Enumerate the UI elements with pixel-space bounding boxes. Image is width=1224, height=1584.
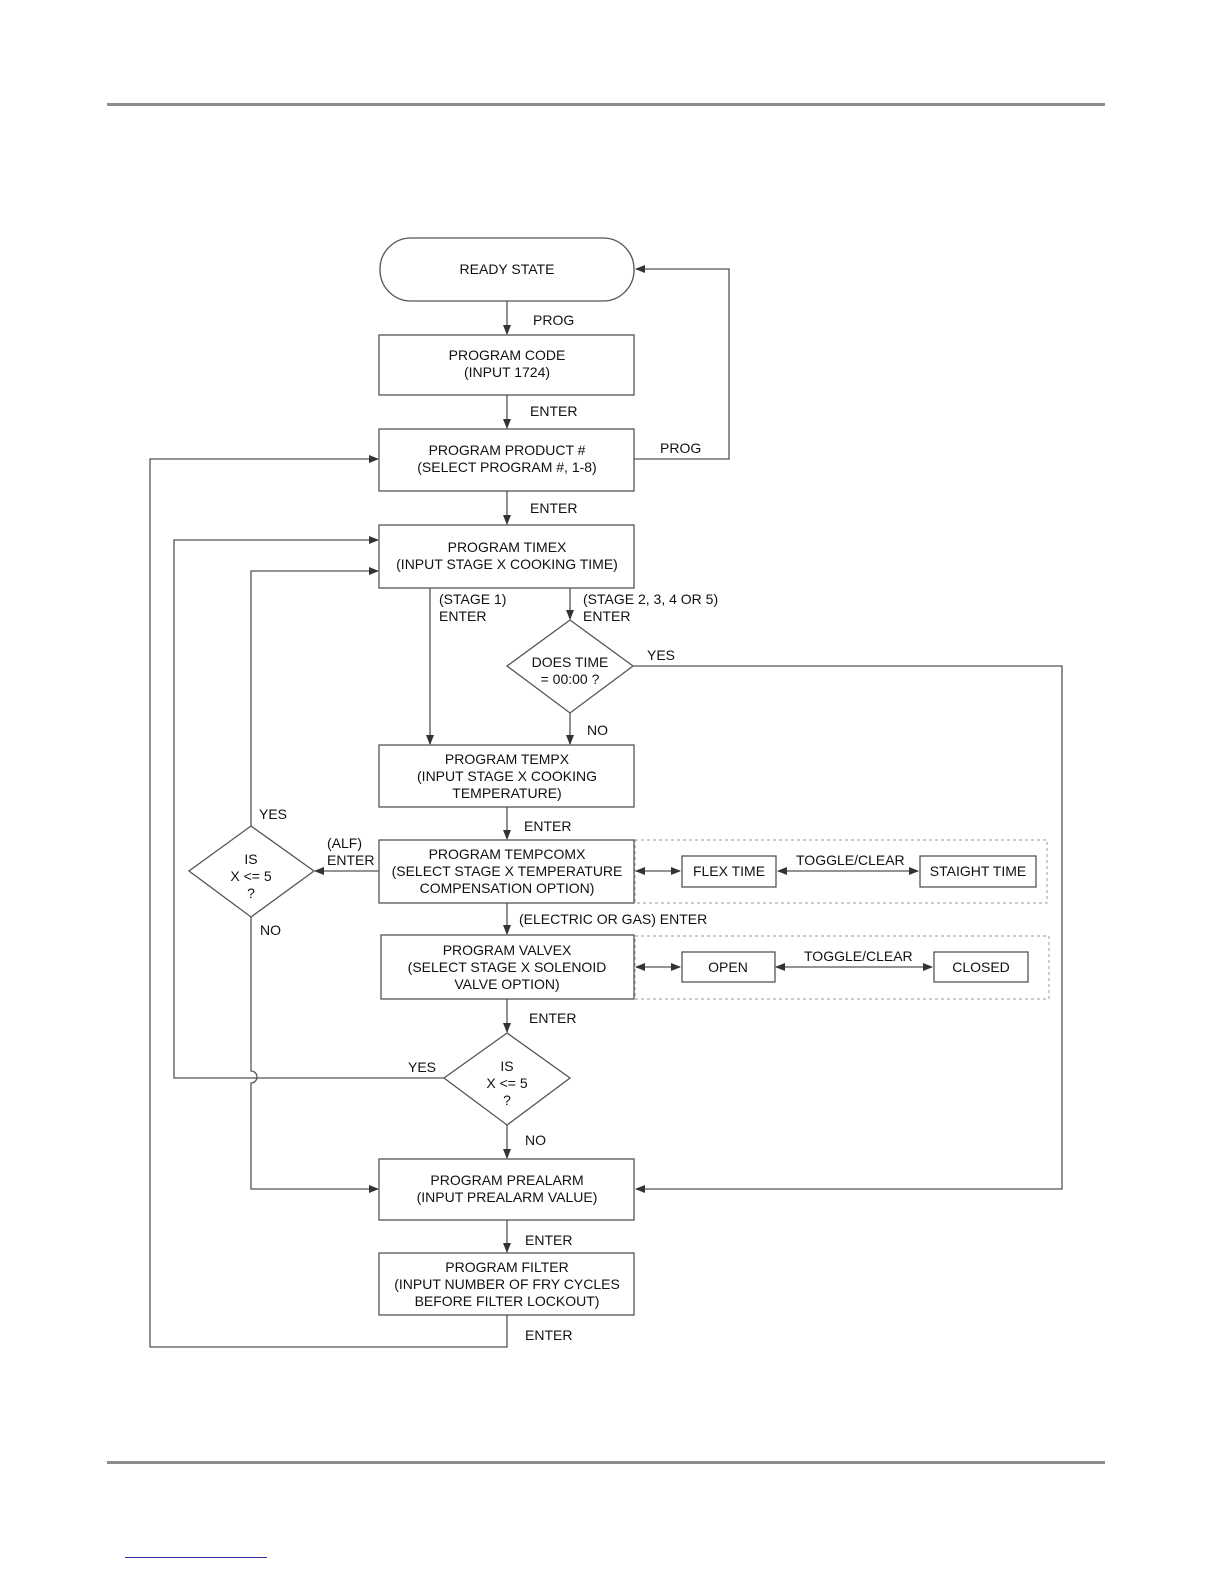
closed-label: CLOSED bbox=[952, 959, 1010, 975]
stage1-label-2: ENTER bbox=[439, 608, 486, 624]
program-timex-box bbox=[378, 524, 635, 589]
program-code-detail: (INPUT 1724) bbox=[464, 364, 550, 380]
node-labels: READY STATE PROGRAM CODE (INPUT 1724) PR… bbox=[230, 261, 1026, 1309]
program-code-box bbox=[378, 334, 635, 396]
staight-time-box bbox=[919, 855, 1037, 888]
enter-label-5: ENTER bbox=[525, 1232, 572, 1248]
flex-time-label: FLEX TIME bbox=[693, 863, 765, 879]
program-product-title: PROGRAM PRODUCT # bbox=[429, 442, 586, 458]
toggle-clear-label-1: TOGGLE/CLEAR bbox=[796, 852, 905, 868]
enter-label-6: ENTER bbox=[525, 1327, 572, 1343]
edge-doestime-yes-to-prealarm bbox=[633, 665, 1063, 1193]
closed-box bbox=[933, 951, 1029, 983]
program-valvex-detail-2: VALVE OPTION) bbox=[454, 976, 559, 992]
open-label: OPEN bbox=[708, 959, 748, 975]
valve-options-group bbox=[634, 935, 1050, 1000]
no-left-label: NO bbox=[260, 922, 281, 938]
no-time-label: NO bbox=[587, 722, 608, 738]
no-center-label: NO bbox=[525, 1132, 546, 1148]
is-x-left-line3: ? bbox=[247, 885, 255, 901]
toggle-clear-label-2: TOGGLE/CLEAR bbox=[804, 948, 913, 964]
enter-label-2: ENTER bbox=[530, 500, 577, 516]
edge-decision-left-no-to-prealarm bbox=[250, 917, 379, 1193]
program-prealarm-title: PROGRAM PREALARM bbox=[430, 1172, 583, 1188]
program-tempx-box bbox=[378, 744, 635, 808]
program-prealarm-detail: (INPUT PREALARM VALUE) bbox=[417, 1189, 598, 1205]
is-x-left-line1: IS bbox=[244, 851, 257, 867]
program-tempcomx-box bbox=[378, 839, 635, 904]
flex-time-box bbox=[681, 855, 777, 888]
yes-center-label: YES bbox=[408, 1059, 436, 1075]
bottom-rule bbox=[107, 1461, 1105, 1464]
program-filter-title: PROGRAM FILTER bbox=[445, 1259, 568, 1275]
program-tempcomx-detail-2: COMPENSATION OPTION) bbox=[420, 880, 595, 896]
program-timex-title: PROGRAM TIMEX bbox=[448, 539, 567, 555]
edge-decision-left-yes-to-timex bbox=[250, 567, 379, 826]
stage1-label-1: (STAGE 1) bbox=[439, 591, 506, 607]
program-product-detail: (SELECT PROGRAM #, 1-8) bbox=[417, 459, 596, 475]
is-x-left-line2: X <= 5 bbox=[230, 868, 271, 884]
edge-filter-to-product bbox=[149, 455, 508, 1348]
is-x-decision-left bbox=[187, 825, 316, 918]
program-timex-detail: (INPUT STAGE X COOKING TIME) bbox=[396, 556, 618, 572]
yes-time-label: YES bbox=[647, 647, 675, 663]
program-valvex-box bbox=[380, 934, 635, 1000]
is-x-decision-center bbox=[442, 1032, 572, 1126]
open-box bbox=[681, 951, 776, 983]
enter-label-1: ENTER bbox=[530, 403, 577, 419]
program-tempx-detail-1: (INPUT STAGE X COOKING bbox=[417, 768, 597, 784]
stage2345-label-1: (STAGE 2, 3, 4 OR 5) bbox=[583, 591, 718, 607]
enter-label-3: ENTER bbox=[524, 818, 571, 834]
program-filter-detail-2: BEFORE FILTER LOCKOUT) bbox=[415, 1293, 600, 1309]
does-time-line2: = 00:00 ? bbox=[541, 671, 600, 687]
program-tempx-title: PROGRAM TEMPX bbox=[445, 751, 570, 767]
program-valvex-title: PROGRAM VALVEX bbox=[443, 942, 572, 958]
prog-label-1: PROG bbox=[533, 312, 574, 328]
ready-state-label: READY STATE bbox=[460, 261, 555, 277]
program-tempcomx-detail-1: (SELECT STAGE X TEMPERATURE bbox=[392, 863, 623, 879]
is-x-center-line2: X <= 5 bbox=[486, 1075, 527, 1091]
program-tempcomx-title: PROGRAM TEMPCOMX bbox=[429, 846, 587, 862]
does-time-decision bbox=[505, 619, 635, 714]
program-tempx-detail-2: TEMPERATURE) bbox=[452, 785, 561, 801]
enter-label-4: ENTER bbox=[529, 1010, 576, 1026]
edge-labels: PROG ENTER PROG ENTER (STAGE 1) ENTER (S… bbox=[259, 312, 913, 1343]
prog-label-2: PROG bbox=[660, 440, 701, 456]
is-x-center-line3: ? bbox=[503, 1092, 511, 1108]
yes-left-label: YES bbox=[259, 806, 287, 822]
is-x-center-line1: IS bbox=[500, 1058, 513, 1074]
program-filter-box bbox=[378, 1252, 635, 1316]
program-code-title: PROGRAM CODE bbox=[449, 347, 566, 363]
ready-state-terminal bbox=[379, 237, 635, 302]
electric-gas-label: (ELECTRIC OR GAS) ENTER bbox=[519, 911, 707, 927]
program-filter-detail-1: (INPUT NUMBER OF FRY CYCLES bbox=[394, 1276, 620, 1292]
flow-nodes bbox=[187, 237, 1037, 1316]
flow-edges bbox=[149, 265, 1063, 1348]
program-valvex-detail-1: (SELECT STAGE X SOLENOID bbox=[408, 959, 607, 975]
alf-label-1: (ALF) bbox=[327, 835, 362, 851]
top-rule bbox=[107, 103, 1105, 106]
program-prealarm-box bbox=[378, 1158, 635, 1221]
stage2345-label-2: ENTER bbox=[583, 608, 630, 624]
edge-product-to-ready bbox=[634, 265, 730, 460]
staight-time-label: STAIGHT TIME bbox=[930, 863, 1026, 879]
footer-link-underline bbox=[125, 1557, 267, 1558]
alf-label-2: ENTER bbox=[327, 852, 374, 868]
program-product-box bbox=[378, 428, 635, 492]
does-time-line1: DOES TIME bbox=[532, 654, 609, 670]
edge-decision-center-yes-to-timex bbox=[173, 536, 444, 1079]
